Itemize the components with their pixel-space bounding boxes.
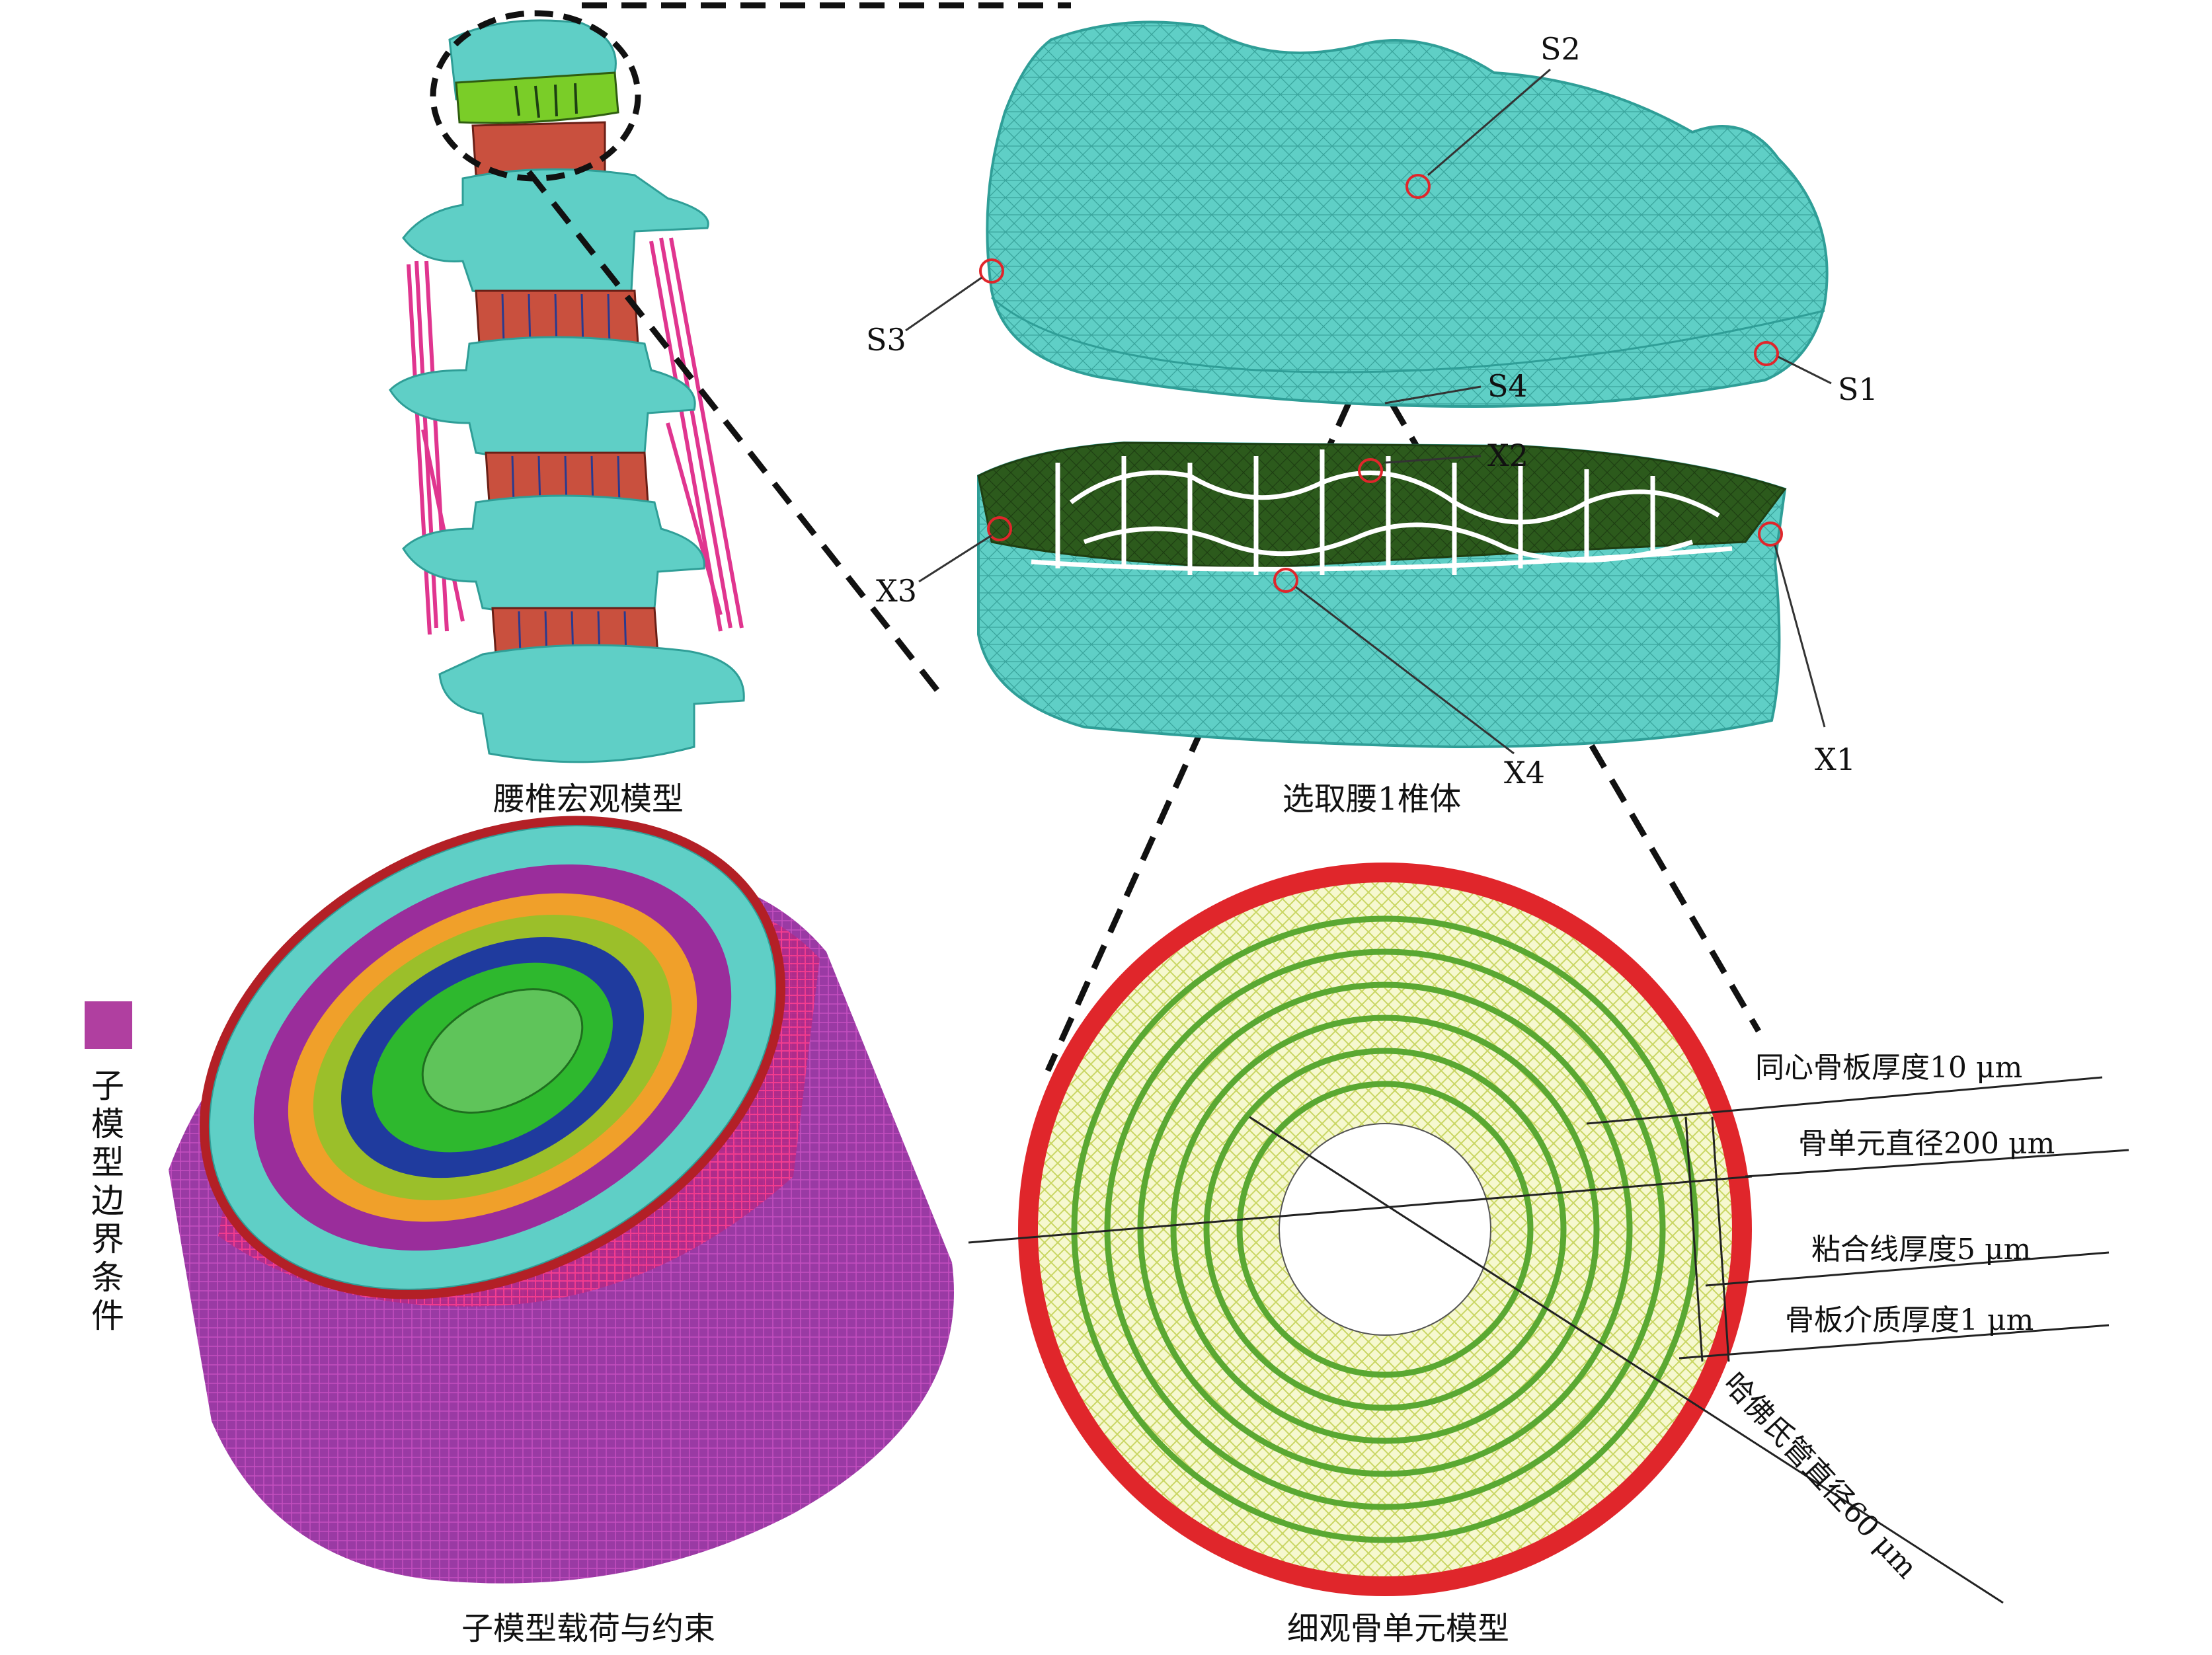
legend-char: 边 [91, 1182, 124, 1220]
caption-osteon-model: 细观骨单元模型 [1287, 1610, 1509, 1647]
caption-l1-vertebra: 选取腰1椎体 [1283, 781, 1462, 818]
concentric-lamellae [1071, 915, 1699, 1543]
ligaments [407, 237, 744, 635]
label-x1: X1 [1815, 742, 1856, 777]
label-x3: X3 [876, 573, 917, 609]
haversian-canal-3d [421, 988, 584, 1114]
upper-endplate [986, 20, 1829, 408]
label-haversian-diameter: 哈佛氏管直径60 μm [1717, 1367, 1924, 1585]
legend-char: 条 [91, 1258, 124, 1297]
caption-macro-model: 腰椎宏观模型 [493, 781, 684, 818]
point-labels: S2 S3 S1 S4 X2 X3 X4 X1 [866, 31, 1878, 790]
legend-swatch [85, 1001, 132, 1049]
osteon-model: 同心骨板厚度10 μm 骨单元直径200 μm 粘合线厚度5 μm 骨板介质厚度… [968, 863, 2129, 1604]
legend-char: 型 [91, 1143, 124, 1182]
label-osteon-diameter: 骨单元直径200 μm [1798, 1127, 2055, 1161]
leader-lines [905, 68, 1832, 755]
legend-char: 界 [91, 1220, 124, 1258]
caption-submodel: 子模型载荷与约束 [461, 1610, 715, 1647]
vertebra-l5 [438, 644, 745, 763]
label-s2: S2 [1540, 31, 1581, 67]
label-x4: X4 [1504, 755, 1545, 790]
haversian-canal [1279, 1123, 1491, 1336]
label-s4: S4 [1487, 368, 1528, 404]
vertebra-l1 [402, 168, 709, 299]
sample-point-markers [979, 174, 1783, 593]
label-s3: S3 [866, 322, 906, 358]
dimension-lines [968, 1076, 2129, 1604]
legend-char: 模 [91, 1105, 124, 1143]
label-s1: S1 [1838, 371, 1878, 407]
vertebra-l3 [402, 494, 705, 616]
submodel-cylinder: 子 模 型 边 界 条 件 [85, 816, 954, 1584]
legend-char: 子 [91, 1067, 124, 1105]
label-cement-line: 粘合线厚度5 μm [1811, 1233, 2031, 1266]
label-interlamellar: 骨板介质厚度1 μm [1785, 1303, 2034, 1337]
trabecular-contours [1031, 449, 1733, 575]
lumbar-spine-model [389, 10, 745, 763]
dimension-labels: 同心骨板厚度10 μm 骨单元直径200 μm 粘合线厚度5 μm 骨板介质厚度… [1717, 1051, 2055, 1585]
label-lamella-thickness: 同心骨板厚度10 μm [1755, 1051, 2022, 1085]
label-x2: X2 [1487, 438, 1528, 473]
legend-char: 件 [91, 1297, 124, 1335]
l1-vertebra-model: S2 S3 S1 S4 X2 X3 X4 X1 [866, 20, 1878, 790]
legend-text: 子 模 型 边 界 条 件 [91, 1067, 124, 1335]
